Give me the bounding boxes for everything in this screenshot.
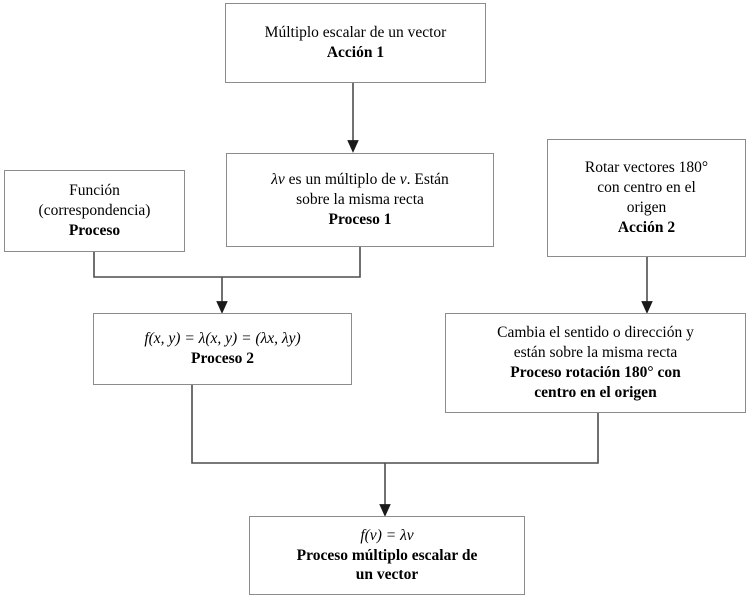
node-proceso-1[interactable]: λv es un múltiplo de v. Están sobre la m… [226,153,494,247]
node-proceso-2[interactable]: f(x, y) = λ(x, y) = (λx, λy) Proceso 2 [93,313,352,385]
node-accion-2-line-2: con centro en el [597,179,696,197]
node-accion-2-line-1: Rotar vectores 180° [584,159,709,177]
connector-merge-to-proceso2 [93,247,361,314]
node-resultado-label-1: Proceso múltiplo escalar de [296,546,478,564]
node-proceso-rotacion-line-1: Cambia el sentido o dirección y [497,324,694,342]
symbol-lambda-v: λv [271,171,285,189]
node-proceso-rotacion-label-1: Proceso rotación 180° con [510,364,681,381]
node-accion-1[interactable]: Múltiplo escalar de un vector Acción 1 [225,3,486,83]
node-accion-2[interactable]: Rotar vectores 180° con centro en el ori… [547,139,746,257]
node-proceso-rotacion[interactable]: Cambia el sentido o dirección y están so… [445,313,746,413]
node-resultado-final[interactable]: f(v) = λv Proceso múltiplo escalar de un… [249,516,525,595]
node-proceso-2-label: Proceso 2 [191,350,254,367]
node-proceso-1-label: Proceso 1 [328,210,392,228]
node-proceso-2-formula: f(x, y) = λ(x, y) = (λx, λy) [144,330,301,348]
node-proceso-1-line-1-mid: es un múltiplo de [284,171,400,189]
node-proceso-1-line-2: sobre la misma recta [296,191,424,209]
node-funcion-label: Proceso [68,221,121,239]
node-funcion[interactable]: Función (correspondencia) Proceso [4,170,185,252]
node-proceso-rotacion-line-2: están sobre la misma recta [513,344,678,362]
node-resultado-label-2: un vector [355,566,419,584]
node-resultado-formula: f(v) = λv [360,526,414,544]
node-funcion-line-1: Función [69,182,120,200]
node-proceso-1-line-1-end: . Están [406,171,449,189]
node-accion-1-line-1: Múltiplo escalar de un vector [264,24,447,42]
node-accion-2-line-3: origen [626,199,667,216]
node-accion-1-label: Acción 1 [326,44,385,61]
node-accion-2-label: Acción 2 [617,218,676,236]
node-funcion-line-2: (correspondencia) [38,202,151,220]
node-proceso-rotacion-label-2: centro en el origen [534,383,657,401]
symbol-v: v [399,171,407,189]
node-proceso-1-line-1: λv es un múltiplo de v. Están [271,170,449,190]
